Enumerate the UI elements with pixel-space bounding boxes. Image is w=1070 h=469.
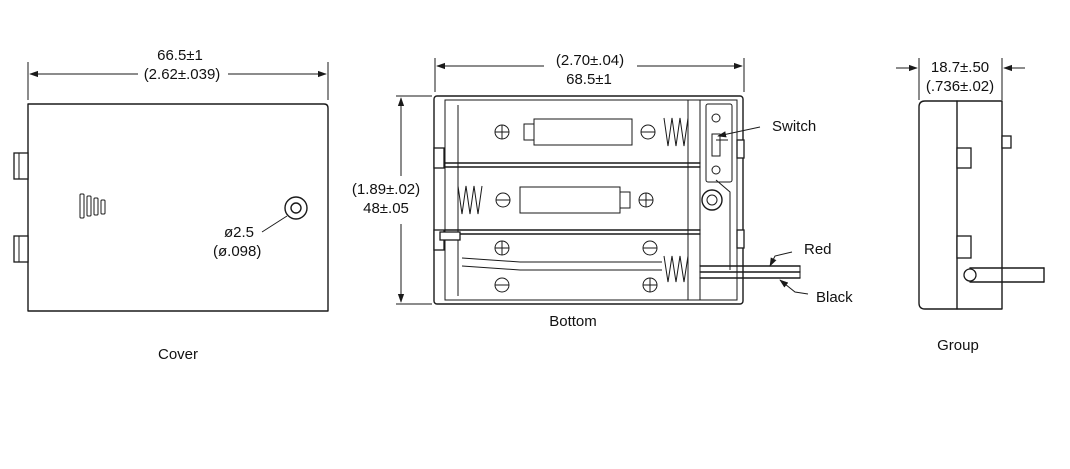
group-view: 18.7±.50 (.736±.02) Group — [896, 58, 1045, 354]
bottom-height-mm: 48±.05 — [363, 200, 409, 217]
cover-tab-lower — [13, 235, 29, 263]
bottom-caption: Bottom — [549, 313, 597, 330]
cover-width-in: (2.62±.039) — [144, 66, 221, 83]
cell-slot-2 — [457, 185, 654, 215]
cover-tab-upper — [13, 152, 29, 180]
lead-wires — [699, 265, 801, 279]
vent-slots — [79, 193, 106, 219]
cell-slot-1 — [494, 117, 689, 147]
cover-caption: Cover — [158, 346, 198, 363]
bottom-width-in: (2.70±.04) — [556, 52, 624, 69]
holder-inner-frame — [444, 99, 738, 301]
switch-label: Switch — [772, 118, 816, 135]
group-outline — [918, 100, 1003, 310]
switch-assembly — [701, 103, 733, 270]
red-wire-label: Red — [804, 241, 832, 258]
cell-slot-3 — [439, 231, 689, 293]
cover-view: 66.5±1 (2.62±.039) ø2.5 (ø.098) Cover — [13, 47, 329, 363]
screw-hole-outer — [284, 196, 308, 220]
group-depth-mm: 18.7±.50 — [931, 59, 989, 76]
bottom-view: (2.70±.04) 68.5±1 (1.89±.02) 48±.05 — [352, 52, 853, 330]
cover-outline — [27, 103, 329, 312]
black-wire-label: Black — [816, 289, 853, 306]
screw-hole-inner — [290, 202, 302, 214]
cover-width-mm: 66.5±1 — [157, 47, 203, 64]
bottom-width-mm: 68.5±1 — [566, 71, 612, 88]
holder-frame — [433, 95, 744, 305]
group-caption: Group — [937, 337, 979, 354]
bottom-height-in: (1.89±.02) — [352, 181, 420, 198]
hole-diameter-in: (ø.098) — [213, 243, 261, 260]
hole-diameter-mm: ø2.5 — [224, 224, 254, 241]
group-depth-in: (.736±.02) — [926, 78, 994, 95]
